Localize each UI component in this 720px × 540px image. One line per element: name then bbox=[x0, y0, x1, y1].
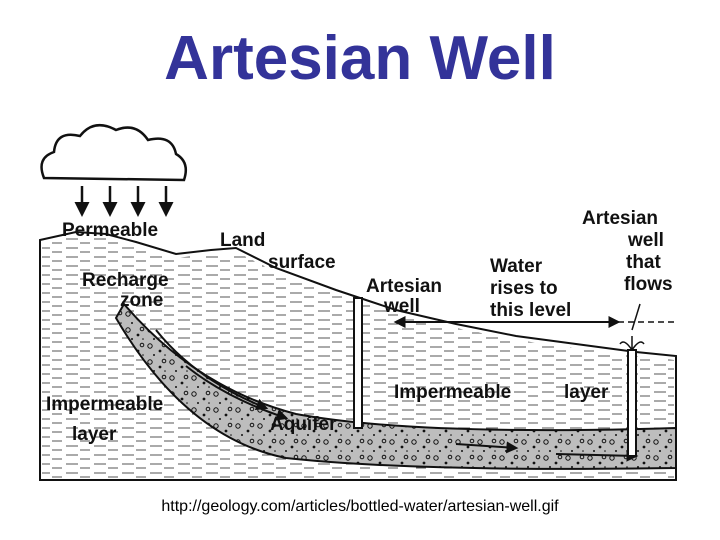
label-layer-bottom: layer bbox=[72, 424, 117, 445]
label-zone: zone bbox=[120, 290, 163, 311]
flow-arrow bbox=[155, 329, 269, 411]
flow-arrow bbox=[555, 449, 639, 462]
source-caption: http://geology.com/articles/bottled-wate… bbox=[161, 498, 559, 515]
artesian-well-casing bbox=[353, 297, 363, 429]
artesian-well-diagram: Permeable Land surface Recharge zone Art… bbox=[39, 123, 677, 481]
label-flowing-1: Artesian bbox=[582, 208, 658, 229]
cloud-icon bbox=[40, 123, 187, 182]
flow-arrow bbox=[185, 365, 289, 421]
label-artesian-well-2: well bbox=[383, 296, 420, 317]
label-water-1: Water bbox=[490, 256, 543, 277]
label-surface: surface bbox=[268, 252, 336, 273]
label-impermeable-top: Impermeable bbox=[394, 382, 511, 403]
label-flowing-4: flows bbox=[624, 274, 673, 295]
label-artesian-well-1: Artesian bbox=[366, 276, 442, 297]
slide-title: Artesian Well bbox=[164, 24, 556, 93]
flowing-well-pointer bbox=[631, 303, 641, 331]
flowing-well-casing bbox=[627, 349, 637, 457]
fountain-spray bbox=[619, 336, 645, 351]
label-layer-top: layer bbox=[564, 382, 609, 403]
label-water-3: this level bbox=[490, 300, 571, 321]
label-permeable: Permeable bbox=[62, 220, 158, 241]
label-recharge: Recharge bbox=[82, 270, 169, 291]
label-impermeable-bottom: Impermeable bbox=[46, 394, 163, 415]
label-flowing-2: well bbox=[627, 230, 664, 251]
label-flowing-3: that bbox=[626, 252, 662, 273]
label-land: Land bbox=[220, 230, 265, 251]
flow-arrow bbox=[455, 441, 519, 454]
label-water-2: rises to bbox=[490, 278, 558, 299]
label-aquifer: Aquifer bbox=[270, 414, 337, 435]
